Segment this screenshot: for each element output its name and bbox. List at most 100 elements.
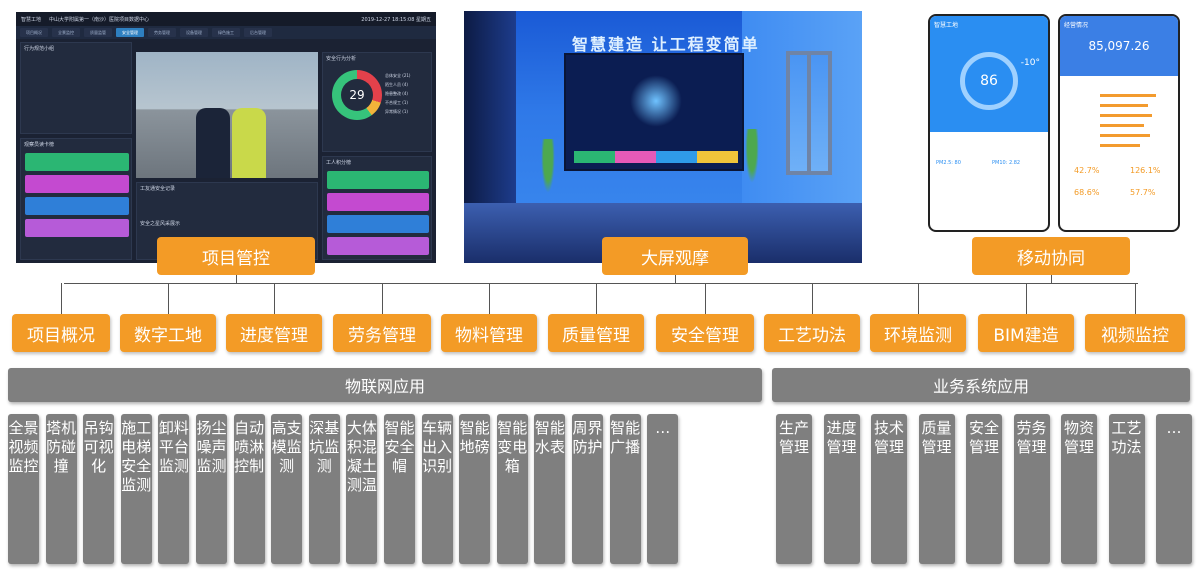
worker-score-panel: 工人积分榜 xyxy=(322,156,432,260)
reader-ranking-panel: 观察员读卡榜 xyxy=(20,138,132,260)
nav-tab[interactable]: 劳务管理 xyxy=(148,28,176,37)
dashboard-screenshot: 智慧工地 中山大学附属第一（南沙）医院项目数据中心 2019-12-27 18:… xyxy=(16,12,436,263)
iot-item: 深基坑监测 xyxy=(308,414,340,564)
panel-title: 观察员读卡榜 xyxy=(24,142,55,148)
score-ring: 86 xyxy=(960,52,1018,110)
connector-drop xyxy=(596,283,597,314)
module-3: 劳务管理 xyxy=(333,314,431,352)
nav-tab[interactable]: 全景监控 xyxy=(52,28,80,37)
big-screen-room: 智慧建造 让工程变简单 xyxy=(464,11,862,263)
temperature: -10° xyxy=(1020,58,1040,68)
connector-drop xyxy=(705,283,706,314)
connector-drop xyxy=(918,283,919,314)
stat-value: 68.6% xyxy=(1074,188,1100,197)
iot-item: 大体积混凝土测温 xyxy=(346,414,378,564)
group-iot: 物联网应用 xyxy=(8,368,762,402)
iot-item: 卸料平台监测 xyxy=(158,414,190,564)
module-0: 项目概况 xyxy=(12,314,110,352)
nav-tab[interactable]: 绿色施工 xyxy=(212,28,240,37)
biz-item: 生产管理 xyxy=(776,414,812,564)
iot-item: 智能地磅 xyxy=(459,414,491,564)
legend-item: 异常情况 (1) xyxy=(385,109,408,114)
panel-title: 工友通安全记录 xyxy=(140,186,176,192)
connector-drop xyxy=(61,283,62,314)
dashboard-nav: 项目概况全景监控质量监管安全管理劳务管理设备管理绿色施工后台管理 xyxy=(16,26,436,39)
iot-item: 扬尘噪声监测 xyxy=(196,414,227,564)
biz-item: … xyxy=(1156,414,1192,564)
panel-title: 安全行为分析 xyxy=(326,56,357,62)
mobile-phone-business: 经营情况 85,097.26 42.7% 126.1% 68.6% 57.7% xyxy=(1058,14,1180,232)
progress-bar xyxy=(1100,104,1148,107)
biz-item: 技术管理 xyxy=(871,414,907,564)
iot-item: … xyxy=(647,414,679,564)
biz-item: 安全管理 xyxy=(966,414,1002,564)
module-1: 数字工地 xyxy=(120,314,216,352)
module-4: 物料管理 xyxy=(441,314,537,352)
project-name: 中山大学附属第一（南沙）医院项目数据中心 xyxy=(49,16,150,23)
connector-drop xyxy=(489,283,490,314)
connector-horizontal xyxy=(64,283,1138,284)
screen-cards xyxy=(574,151,738,163)
tag-mobile: 移动协同 xyxy=(972,237,1130,275)
module-6: 安全管理 xyxy=(656,314,754,352)
phone-title: 智慧工地 xyxy=(934,22,959,29)
iot-item: 智能广播 xyxy=(609,414,641,564)
mobile-phone-site: 智慧工地 86 -10° PM2.5: 80 PM10: 2.82 xyxy=(928,14,1050,232)
legend-item: 陌生人员 (4) xyxy=(385,82,408,87)
dashboard-title-bar: 智慧工地 中山大学附属第一（南沙）医院项目数据中心 2019-12-27 18:… xyxy=(16,12,436,26)
iot-item: 周界防护 xyxy=(572,414,603,564)
window xyxy=(786,51,832,175)
connector-drop xyxy=(1026,283,1027,314)
module-5: 质量管理 xyxy=(548,314,644,352)
rank-card xyxy=(25,175,129,193)
group-business: 业务系统应用 xyxy=(772,368,1190,402)
amount: 85,097.26 xyxy=(1088,39,1150,53)
rank-card xyxy=(25,197,129,215)
stat-value: 42.7% xyxy=(1074,166,1100,175)
score-card xyxy=(327,193,429,211)
iot-item: 塔机防碰撞 xyxy=(45,414,77,564)
biz-item: 工艺功法 xyxy=(1108,414,1145,564)
donut-value: 29 xyxy=(349,88,365,102)
connector-drop xyxy=(382,283,383,314)
module-9: BIM建造 xyxy=(978,314,1074,352)
progress-bar xyxy=(1100,134,1150,137)
iot-item: 智能变电箱 xyxy=(496,414,528,564)
connector-drop xyxy=(274,283,275,314)
connector-drop xyxy=(1135,283,1136,314)
panel-title: 行为规范小组 xyxy=(24,46,55,52)
legend-item: 不合规工 (1) xyxy=(385,100,408,105)
nav-tab[interactable]: 安全管理 xyxy=(116,28,144,37)
nav-tab[interactable]: 后台管理 xyxy=(244,28,272,37)
pm10: PM10: 2.82 xyxy=(992,160,1021,166)
room-banner: 智慧建造 让工程变简单 xyxy=(572,35,760,54)
phone-title: 经营情况 xyxy=(1064,22,1089,29)
connector-drop xyxy=(812,283,813,314)
iot-item: 智能安全帽 xyxy=(384,414,415,564)
iot-item: 施工电梯安全监测 xyxy=(120,414,152,564)
iot-item: 高支模监测 xyxy=(271,414,303,564)
plant xyxy=(540,139,556,199)
app-title: 智慧工地 xyxy=(21,16,42,23)
tag-big-screen: 大屏观摩 xyxy=(602,237,748,275)
nav-tab[interactable]: 项目概况 xyxy=(20,28,48,37)
plant xyxy=(744,129,760,189)
progress-bar xyxy=(1100,124,1144,127)
connector-stem xyxy=(675,275,676,284)
progress-bar xyxy=(1100,94,1156,97)
stat-value: 57.7% xyxy=(1130,188,1156,197)
rank-card xyxy=(25,153,129,171)
globe-graphic xyxy=(630,75,682,127)
rank-card xyxy=(25,219,129,237)
nav-tab[interactable]: 设备管理 xyxy=(180,28,208,37)
tag-project-control: 项目管控 xyxy=(157,237,315,275)
iot-item: 自动喷淋控制 xyxy=(233,414,265,564)
connector-drop xyxy=(168,283,169,314)
stat-value: 126.1% xyxy=(1130,166,1161,175)
nav-tab[interactable]: 质量监管 xyxy=(84,28,112,37)
panel-title: 安全之星风采展示 xyxy=(140,221,181,227)
biz-item: 质量管理 xyxy=(918,414,955,564)
biz-item: 物资管理 xyxy=(1061,414,1097,564)
score-card xyxy=(327,215,429,233)
video-wall xyxy=(564,53,744,171)
